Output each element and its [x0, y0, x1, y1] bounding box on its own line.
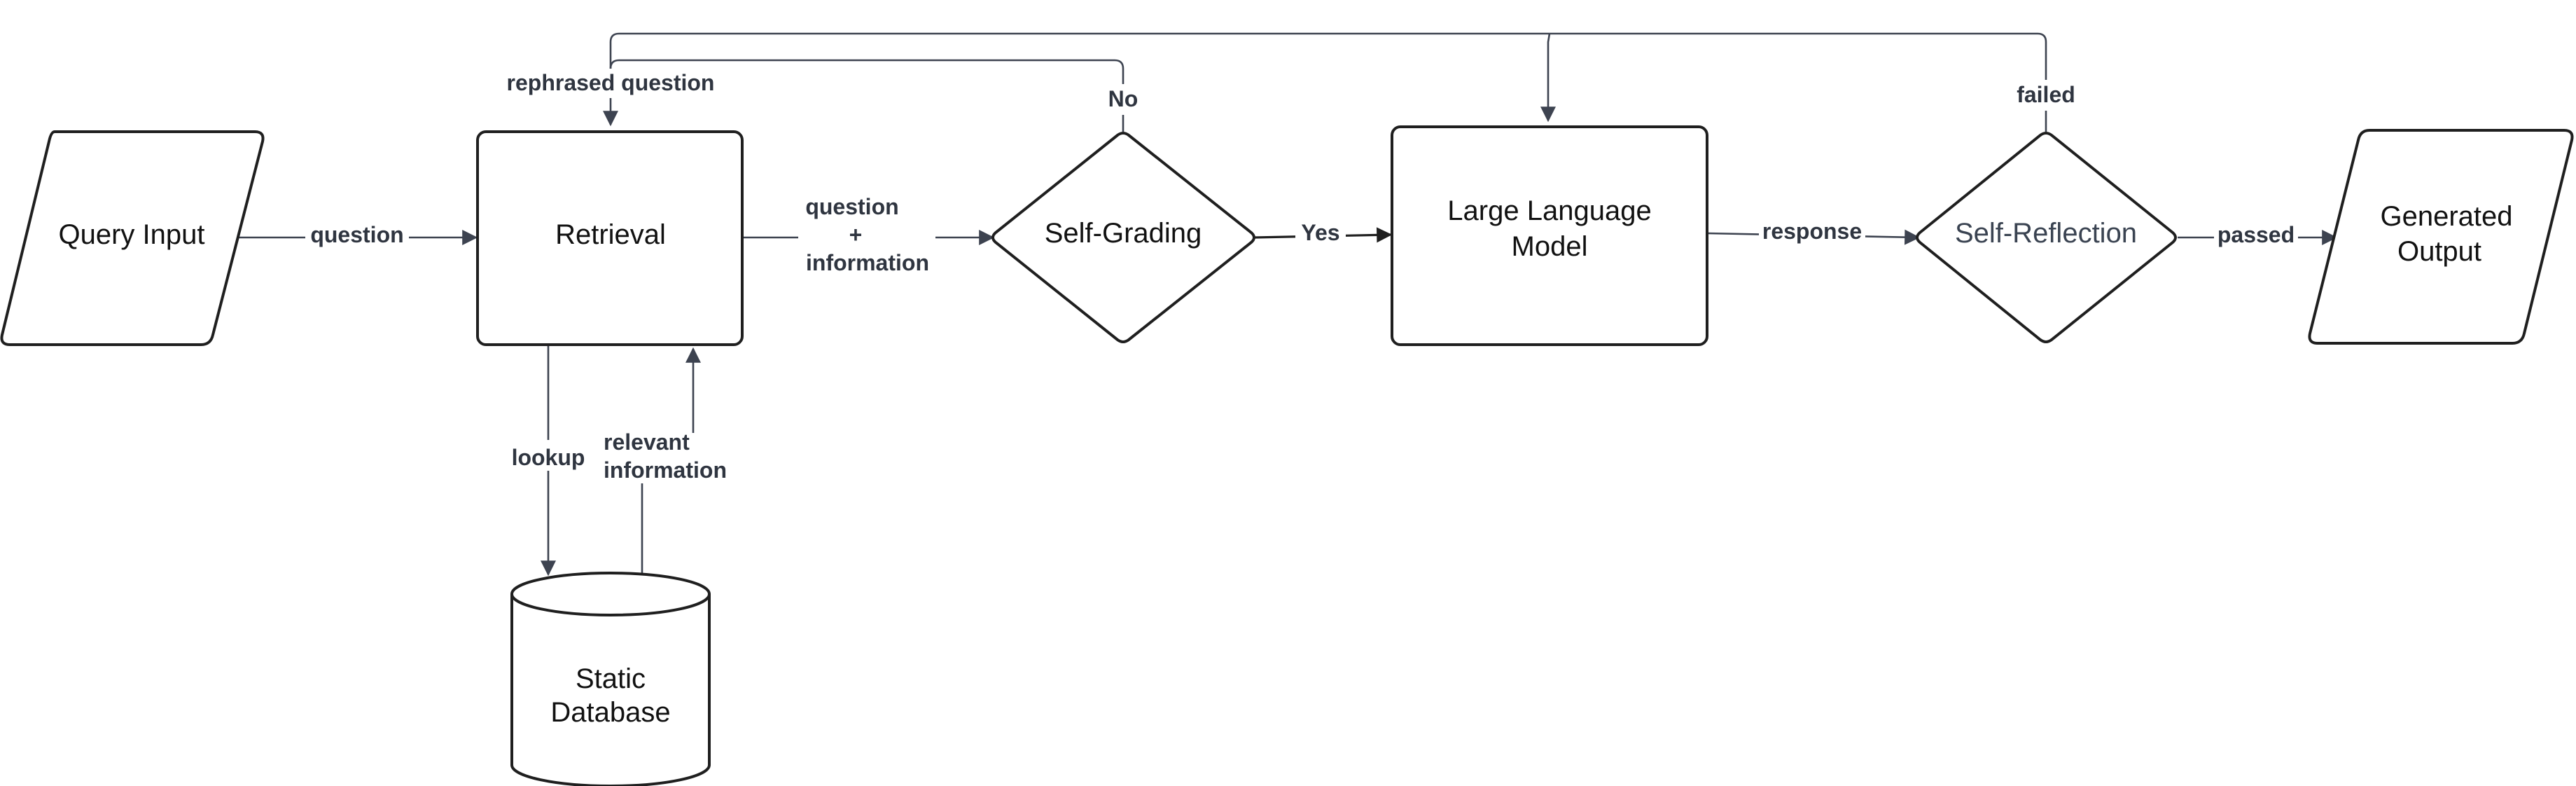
node-llm: Large Language Model [1391, 125, 1708, 346]
query-input-label: Query Input [58, 219, 204, 250]
label-question-plus-info-3: information [806, 250, 929, 275]
label-question-plus-info-1: question [805, 194, 898, 219]
retrieval-label: Retrieval [555, 219, 666, 250]
database-label-line2: Database [550, 697, 670, 728]
label-rephrased-question: rephrased question [507, 70, 715, 95]
self-reflection-label: Self-Reflection [1955, 218, 2137, 249]
node-query-input: Query Input [0, 130, 265, 346]
label-relevant-1: relevant [604, 429, 690, 455]
edge-labels: question question + information Yes No r… [305, 69, 2298, 483]
llm-label-line1: Large Language [1447, 195, 1651, 226]
label-no: No [1108, 86, 1139, 111]
label-response: response [1762, 219, 1862, 244]
label-relevant-2: information [604, 457, 727, 483]
output-label-line1: Generated [2380, 201, 2512, 232]
node-static-database: Static Database [510, 572, 711, 786]
label-lookup: lookup [512, 445, 585, 470]
label-yes: Yes [1301, 220, 1339, 245]
output-label-line2: Output [2397, 236, 2481, 267]
edge-loop-to-llm [1540, 33, 1556, 123]
label-passed: passed [2218, 222, 2295, 247]
node-retrieval: Retrieval [476, 130, 744, 346]
node-generated-output: Generated Output [2308, 129, 2574, 345]
llm-label-line2: Model [1512, 231, 1588, 262]
edge-failed-loop [609, 32, 2047, 132]
label-question-plus-info-2: + [849, 222, 863, 247]
label-failed: failed [2017, 82, 2075, 107]
self-grading-label: Self-Grading [1045, 218, 1202, 249]
node-self-reflection: Self-Reflection [1916, 132, 2177, 343]
label-question: question [310, 222, 403, 247]
database-label-line1: Static [576, 663, 646, 694]
node-self-grading: Self-Grading [991, 132, 1255, 343]
